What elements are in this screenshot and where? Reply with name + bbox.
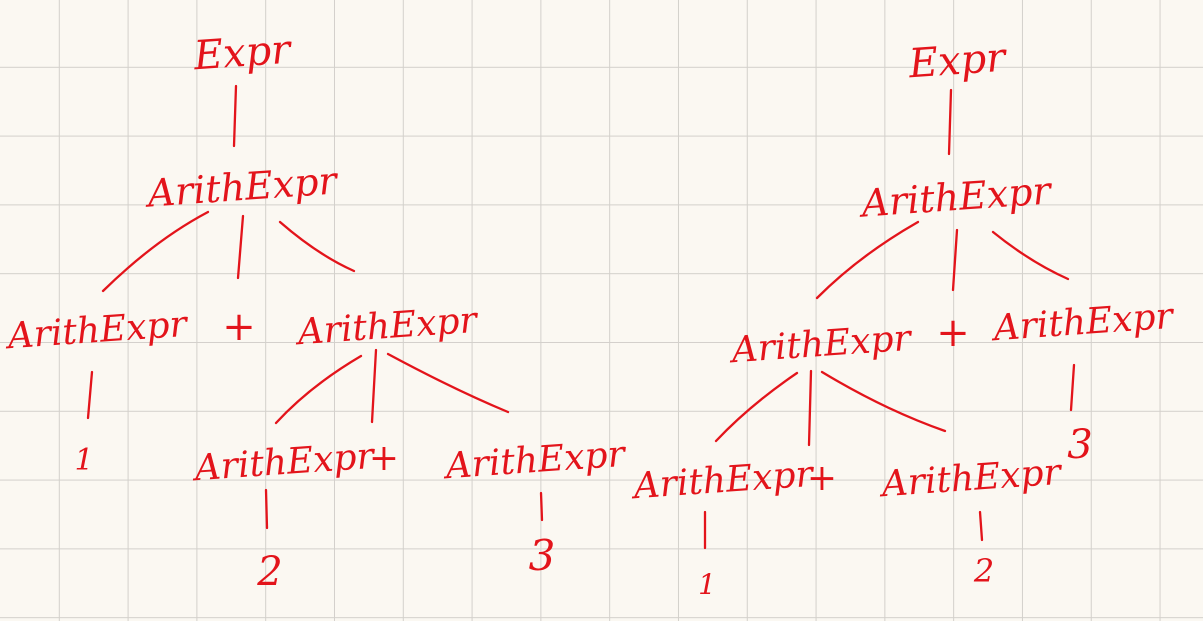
node-expr: Expr: [906, 35, 1009, 88]
node-expr: Expr: [191, 27, 294, 80]
node-plus-inner: +: [369, 438, 399, 479]
left-parse-tree: Expr ArithExpr ArithExpr + ArithExpr 1 A…: [3, 27, 627, 595]
edge-right-arith-to-inner-right: [386, 352, 510, 414]
edge-arith-to-right-arith: [278, 220, 356, 273]
node-inner-right-arith: ArithExpr: [441, 434, 627, 488]
node-leaf-2: 2: [256, 549, 282, 595]
edge-left-arith-to-leaf-1: [86, 370, 94, 420]
node-arith-top: ArithExpr: [143, 158, 341, 215]
edge-arith-to-left-arith: [101, 210, 210, 293]
edge-right-arith-to-plus: [370, 348, 378, 424]
edge-inner-right-to-leaf-3: [539, 491, 544, 522]
node-inner-left-arith: ArithExpr: [629, 454, 815, 508]
node-leaf-2: 2: [973, 552, 994, 590]
node-plus-inner: +: [807, 458, 837, 499]
edge-inner-left-to-leaf-2: [264, 488, 269, 530]
edge-left-arith-to-plus: [807, 369, 813, 447]
node-inner-right-arith: ArithExpr: [877, 452, 1063, 506]
edge-arith-to-right-arith: [991, 230, 1070, 281]
node-arith-top: ArithExpr: [857, 168, 1055, 225]
edge-left-arith-to-inner-right: [820, 370, 947, 433]
node-inner-left-arith: ArithExpr: [190, 436, 376, 490]
node-right-arith: ArithExpr: [989, 296, 1175, 350]
edge-arith-to-plus: [236, 214, 245, 280]
edge-inner-right-to-leaf-2: [978, 510, 984, 542]
edge-arith-to-left-arith: [815, 220, 920, 300]
node-left-arith: ArithExpr: [3, 304, 189, 358]
edge-right-arith-to-leaf-3: [1069, 363, 1076, 412]
node-plus-top: +: [222, 304, 256, 350]
edge-arith-to-plus: [951, 228, 959, 292]
node-left-arith: ArithExpr: [727, 318, 913, 372]
edge-right-arith-to-inner-left: [274, 354, 363, 425]
node-leaf-3: 3: [529, 531, 556, 580]
node-leaf-3: 3: [1067, 422, 1092, 468]
node-plus-top: +: [936, 310, 970, 356]
right-parse-tree: Expr ArithExpr ArithExpr + ArithExpr 3 A…: [629, 35, 1175, 601]
node-right-arith: ArithExpr: [293, 300, 479, 354]
node-leaf-1: 1: [74, 443, 93, 478]
node-leaf-1: 1: [698, 568, 716, 601]
edge-expr-to-arith: [947, 88, 953, 156]
edge-expr-to-arith: [232, 84, 238, 148]
edge-left-arith-to-inner-left: [714, 371, 799, 443]
